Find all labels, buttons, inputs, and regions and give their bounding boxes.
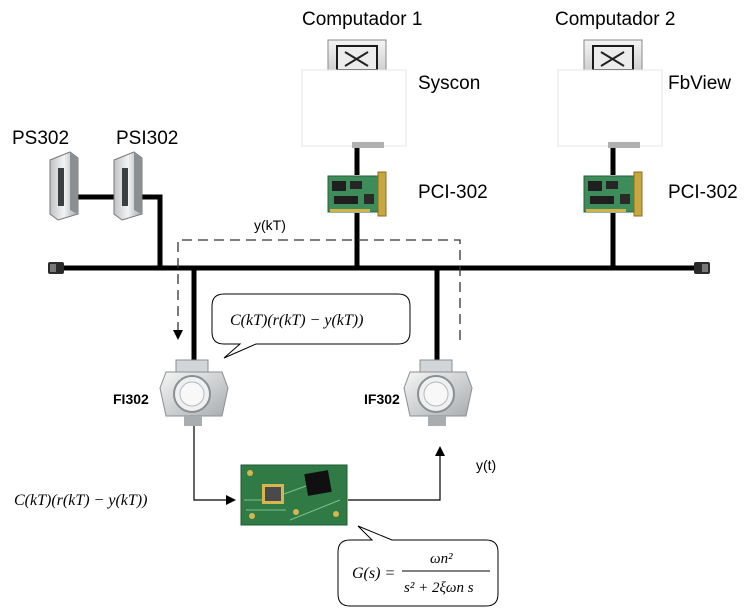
ykt-label: y(kT) xyxy=(254,217,286,233)
yt-label: y(t) xyxy=(476,457,496,473)
ykt-arrowhead xyxy=(173,330,183,340)
pci-card-2 xyxy=(584,172,642,216)
pci2-label: PCI-302 xyxy=(668,182,738,203)
ps302-module xyxy=(50,152,78,220)
bus-terminator-right xyxy=(694,262,710,274)
process-to-if302-line xyxy=(348,448,440,500)
ps302-label: PS302 xyxy=(12,128,69,149)
control-formula-bubble: C(kT)(r(kT) − y(kT)) xyxy=(230,312,363,329)
psi302-label: PSI302 xyxy=(116,128,178,149)
process-pcb xyxy=(241,465,347,525)
fbview-label: FbView xyxy=(668,73,731,94)
computer1-monitor xyxy=(302,40,406,148)
bus-terminator-left xyxy=(48,262,64,274)
computer1-label: Computador 1 xyxy=(302,9,422,30)
fi302-to-process-line xyxy=(194,426,234,500)
if302-label: IF302 xyxy=(364,391,400,407)
plant-formula-denominator: s² + 2ξωn s xyxy=(404,580,474,596)
psi302-bus-drop xyxy=(140,197,160,268)
plant-formula-lhs: G(s) = xyxy=(352,565,395,582)
pci-card-1 xyxy=(328,172,386,216)
if302-transmitter xyxy=(404,360,472,426)
computer2-label: Computador 2 xyxy=(555,9,675,30)
syscon-label: Syscon xyxy=(418,73,480,94)
plant-formula-numerator: ωn² xyxy=(430,551,453,567)
pci1-label: PCI-302 xyxy=(418,182,488,203)
control-formula-input: C(kT)(r(kT) − y(kT)) xyxy=(14,492,147,509)
computer2-monitor xyxy=(558,40,662,148)
fi302-label: FI302 xyxy=(113,391,149,407)
fi302-transmitter xyxy=(160,360,228,426)
psi302-module xyxy=(114,152,142,220)
